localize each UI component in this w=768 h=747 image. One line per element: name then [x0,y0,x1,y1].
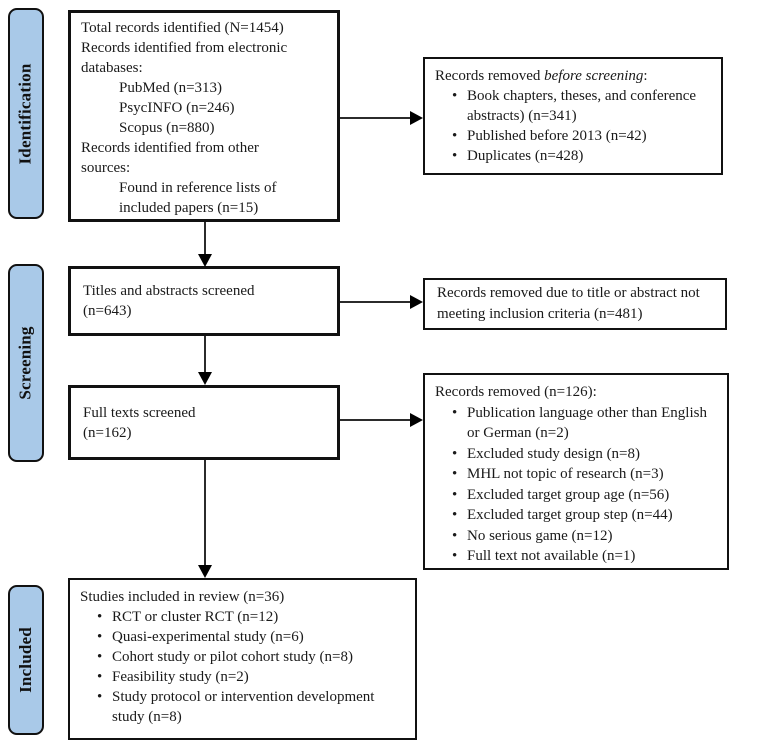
records-identified-line: Found in reference lists of [119,180,277,196]
removed-before-screening-item: • Published before 2013 (n=42) [452,128,647,144]
arrow-titles-to-removed-icon [340,295,423,309]
studies-included-item: • Quasi-experimental study (n=6) [97,629,304,645]
studies-included-title: Studies included in review (n=36) [80,589,285,605]
studies-included-item: • RCT or cluster RCT (n=12) [97,609,279,625]
box-studies-included: Studies included in review (n=36) • RCT … [68,578,417,740]
studies-included-item: • Study protocol or intervention develop… [97,689,375,725]
bullet-marker: • [452,404,458,421]
removed-before-screening-title: Records removed before screening: [435,68,648,84]
stage-label-screening-text: Screening [16,326,36,400]
arrow-identified-to-removed-icon [340,111,423,125]
studies-included-item: • Cohort study or pilot cohort study (n=… [97,649,353,665]
removed-before-screening-item: • Book chapters, theses, and conference … [452,88,697,124]
box-records-identified: Total records identified (N=1454) Record… [68,10,340,222]
bullet-marker: • [452,445,458,462]
bullet-marker: • [97,669,103,685]
records-identified-line: Scopus (n=880) [119,120,215,136]
bullet-marker: • [452,148,458,164]
records-identified-line: Records identified from other [81,140,259,156]
removed-full-text-item: • Publication language other than Englis… [452,404,707,442]
full-texts-screened-line: (n=162) [83,424,132,441]
bullet-marker: • [452,527,458,544]
bullet-marker: • [97,689,103,705]
stage-label-identification-text: Identification [16,62,35,165]
removed-full-text-item: • Excluded target group step (n=44) [435,505,719,526]
removed-before-screening-item: • Duplicates (n=428) [452,148,584,164]
bullet-marker: • [452,486,458,503]
records-identified-line: databases: [81,60,143,76]
stage-label-included: Included [8,585,44,735]
studies-included-item: • Feasibility study (n=2) [97,669,249,685]
arrow-fulltext-to-removed-icon [340,413,423,427]
bullet-marker: • [452,88,458,104]
box-titles-abstracts-screened: Titles and abstracts screened (n=643) [68,266,340,336]
removed-full-text-item: • Full text not available (n=1) [435,546,719,567]
arrow-identified-to-titles-icon [198,222,212,267]
bullet-marker: • [452,548,458,564]
bullet-marker: • [452,128,458,144]
bullet-marker: • [452,466,458,482]
box-removed-full-text: Records removed (n=126): • Publication l… [423,373,729,570]
arrow-fulltext-to-included-icon [198,460,212,578]
records-identified-line: Total records identified (N=1454) [81,20,284,36]
box-full-texts-screened: Full texts screened (n=162) [68,385,340,460]
bullet-marker: • [97,629,103,645]
records-identified-line: PsycINFO (n=246) [119,100,235,116]
stage-label-screening: Screening [8,264,44,462]
bullet-marker: • [452,507,458,523]
stage-label-identification: Identification [8,8,44,219]
removed-full-text-item: • MHL not topic of research (n=3) [435,464,719,485]
removed-full-text-item: • No serious game (n=12) [435,526,719,547]
titles-screened-line: (n=643) [83,303,132,319]
removed-full-text-title: Records removed (n=126): [435,384,597,400]
stage-label-included-text: Included [16,627,36,693]
removed-full-text-item: • Excluded target group age (n=56) [435,485,719,506]
records-identified-line: PubMed (n=313) [119,80,223,96]
removed-full-text-item: • Excluded study design (n=8) [435,444,719,465]
bullet-marker: • [97,609,103,625]
box-removed-before-screening: Records removed before screening: • Book… [423,57,723,175]
full-texts-screened-line: Full texts screened [83,404,196,421]
arrow-titles-to-fulltext-icon [198,336,212,385]
records-identified-line: sources: [81,160,131,176]
records-identified-line: included papers (n=15) [119,200,259,216]
removed-title-abstract-text: Records removed due to title or abstract… [437,285,700,322]
box-removed-title-abstract: Records removed due to title or abstract… [423,278,727,330]
titles-screened-line: Titles and abstracts screened [83,283,255,299]
records-identified-line: Records identified from electronic [81,40,288,56]
bullet-marker: • [97,649,103,665]
